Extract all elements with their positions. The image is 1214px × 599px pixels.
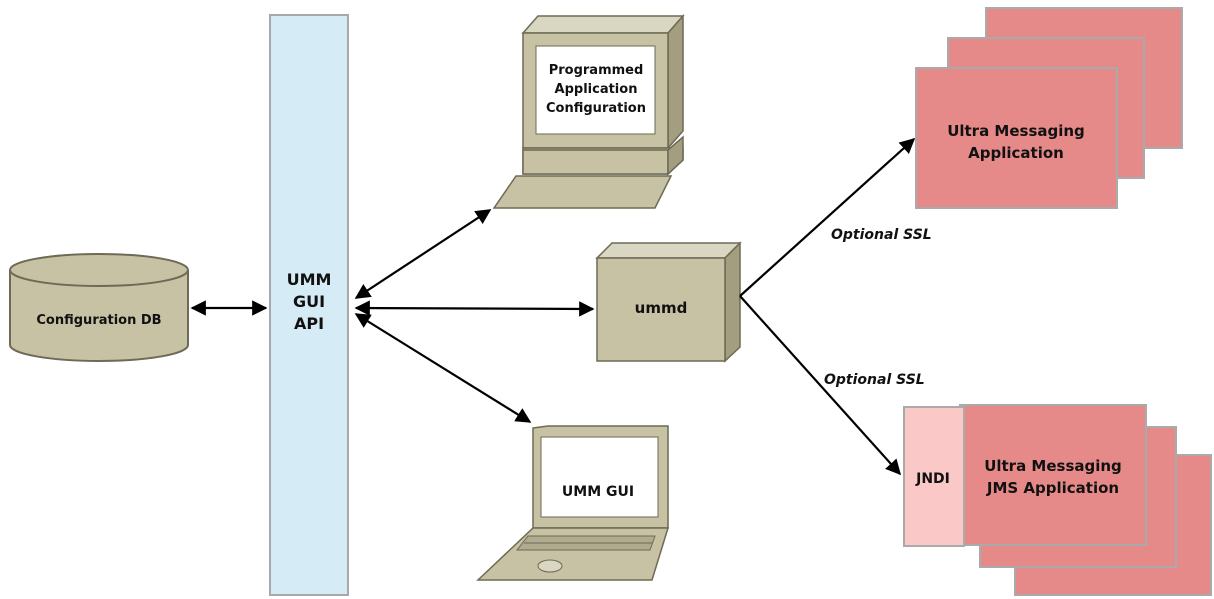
jms-app-label-line-1: Ultra Messaging xyxy=(984,457,1122,475)
api-label-line-2: GUI xyxy=(293,292,325,311)
arrow-ummd-um-app xyxy=(739,137,916,297)
configuration-db-label: Configuration DB xyxy=(36,313,161,328)
ummd-cube: ummd xyxy=(595,241,742,363)
um-application-stack: Ultra Messaging Application xyxy=(915,7,1183,209)
desktop-label-line-2: Application xyxy=(555,82,638,97)
ssl-label-bottom: Optional SSL xyxy=(824,372,925,388)
desktop-computer-icon: Programmed Application Configuration xyxy=(492,14,685,209)
configuration-db-cylinder: Configuration DB xyxy=(9,253,189,362)
arrow-api-ummd xyxy=(354,300,595,317)
jndi-box xyxy=(903,406,965,547)
um-app-label-line-1: Ultra Messaging xyxy=(947,122,1085,140)
desktop-label-line-1: Programmed xyxy=(549,63,644,78)
api-label-line-1: UMM xyxy=(287,270,332,289)
jms-app-label-line-2: JMS Application xyxy=(986,479,1119,497)
jms-application-stack: JNDI Ultra Messaging JMS Application xyxy=(903,404,1212,596)
api-label-line-3: API xyxy=(294,314,324,333)
laptop-label: UMM GUI xyxy=(562,484,634,500)
arrow-api-desktop xyxy=(354,209,492,299)
arrow-ummd-jms-app xyxy=(739,295,902,476)
um-app-label-line-2: Application xyxy=(968,144,1064,162)
ssl-label-top: Optional SSL xyxy=(831,227,932,243)
umm-gui-api-bar: UMM GUI API xyxy=(269,14,349,596)
arrow-api-laptop xyxy=(354,313,532,423)
ummd-label: ummd xyxy=(635,299,688,317)
jndi-label: JNDI xyxy=(915,471,950,487)
desktop-label-line-3: Configuration xyxy=(546,101,646,116)
laptop-icon: UMM GUI xyxy=(476,425,670,581)
connector-arrows xyxy=(190,137,916,476)
